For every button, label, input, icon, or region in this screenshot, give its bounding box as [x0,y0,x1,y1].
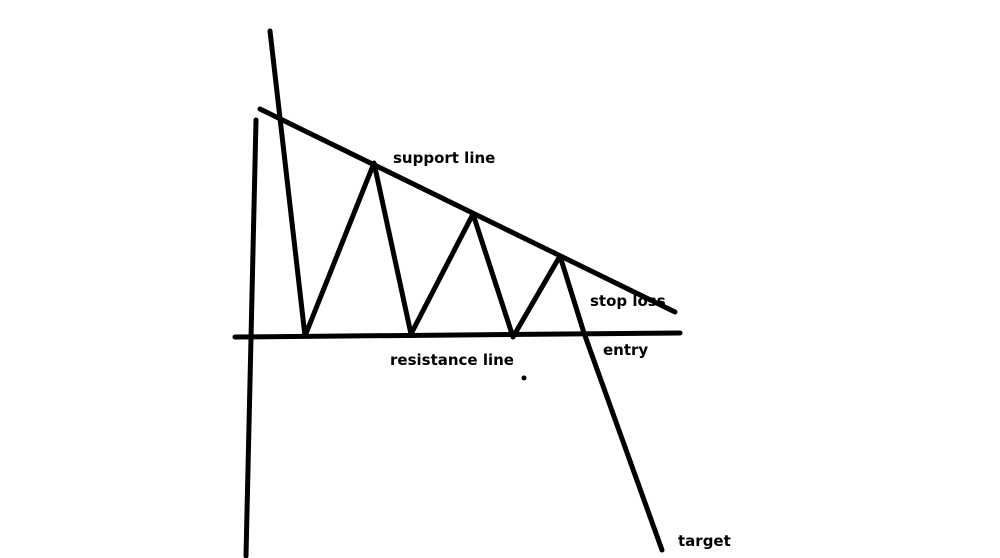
resistance-line-label: resistance line [390,351,514,369]
sloping-trend-line [257,106,678,315]
stray-dot [521,375,527,381]
horizontal-base-line [232,330,683,340]
price-zigzag-path [267,28,665,553]
entry-label: entry [603,341,648,359]
stop-loss-label: stop loss [590,292,666,310]
target-label: target [678,532,731,550]
support-line-label: support line [393,149,495,167]
